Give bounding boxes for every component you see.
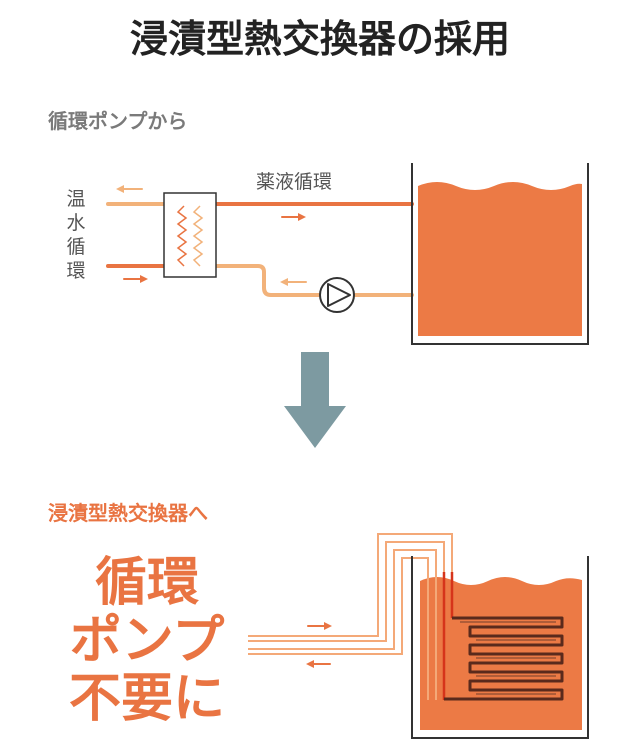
heat-exchanger-icon: [163, 192, 217, 278]
flow-arrow-right-icon: [123, 275, 148, 283]
hot-inlet-pipe: [442, 572, 454, 700]
callout-line: 循環: [95, 553, 199, 613]
flow-arrow-right-icon: [307, 622, 332, 630]
bottom-section-heading: 浸漬型熱交換器へ: [48, 501, 208, 525]
hot-water-label-char: 環: [66, 260, 85, 282]
hot-water-label-char: 循: [66, 236, 85, 258]
callout: 循環 ポンプ 不要に: [69, 553, 225, 729]
bottom-flow-arrows: [306, 622, 332, 668]
flow-arrow-left-icon: [116, 185, 143, 193]
top-tank-liquid: [418, 182, 582, 336]
flow-arrow-left-icon: [280, 278, 307, 286]
top-flow-arrows: [116, 185, 307, 286]
page-title: 浸漬型熱交換器の採用: [130, 17, 510, 61]
callout-line: 不要に: [69, 669, 225, 729]
return-pipe-outer: [248, 549, 437, 700]
supply-pipe-outer: [248, 533, 453, 637]
hot-water-label-char: 水: [66, 212, 85, 234]
hot-water-label-char: 温: [66, 188, 85, 210]
flow-arrow-left-icon: [306, 660, 331, 668]
top-tank-wall: [411, 163, 589, 345]
pump-icon: [319, 277, 355, 313]
top-section-heading: 循環ポンプから: [48, 109, 187, 133]
flow-arrow-right-icon: [281, 213, 306, 221]
bottom-piping: [248, 533, 453, 700]
return-pipe-inner: [248, 557, 429, 700]
callout-line: ポンプ: [70, 611, 224, 671]
down-arrow-icon: [284, 352, 346, 448]
chemical-return-pipe: [214, 264, 322, 297]
immersion-coil-icon: [444, 616, 564, 701]
top-tank: [411, 163, 589, 345]
top-piping: [106, 202, 414, 297]
bottom-tank-wall: [411, 556, 589, 739]
chemical-circulation-label: 薬液循環: [256, 171, 332, 193]
supply-pipe-inner: [248, 541, 445, 642]
hot-water-label: 温 水 循 環: [66, 188, 85, 282]
